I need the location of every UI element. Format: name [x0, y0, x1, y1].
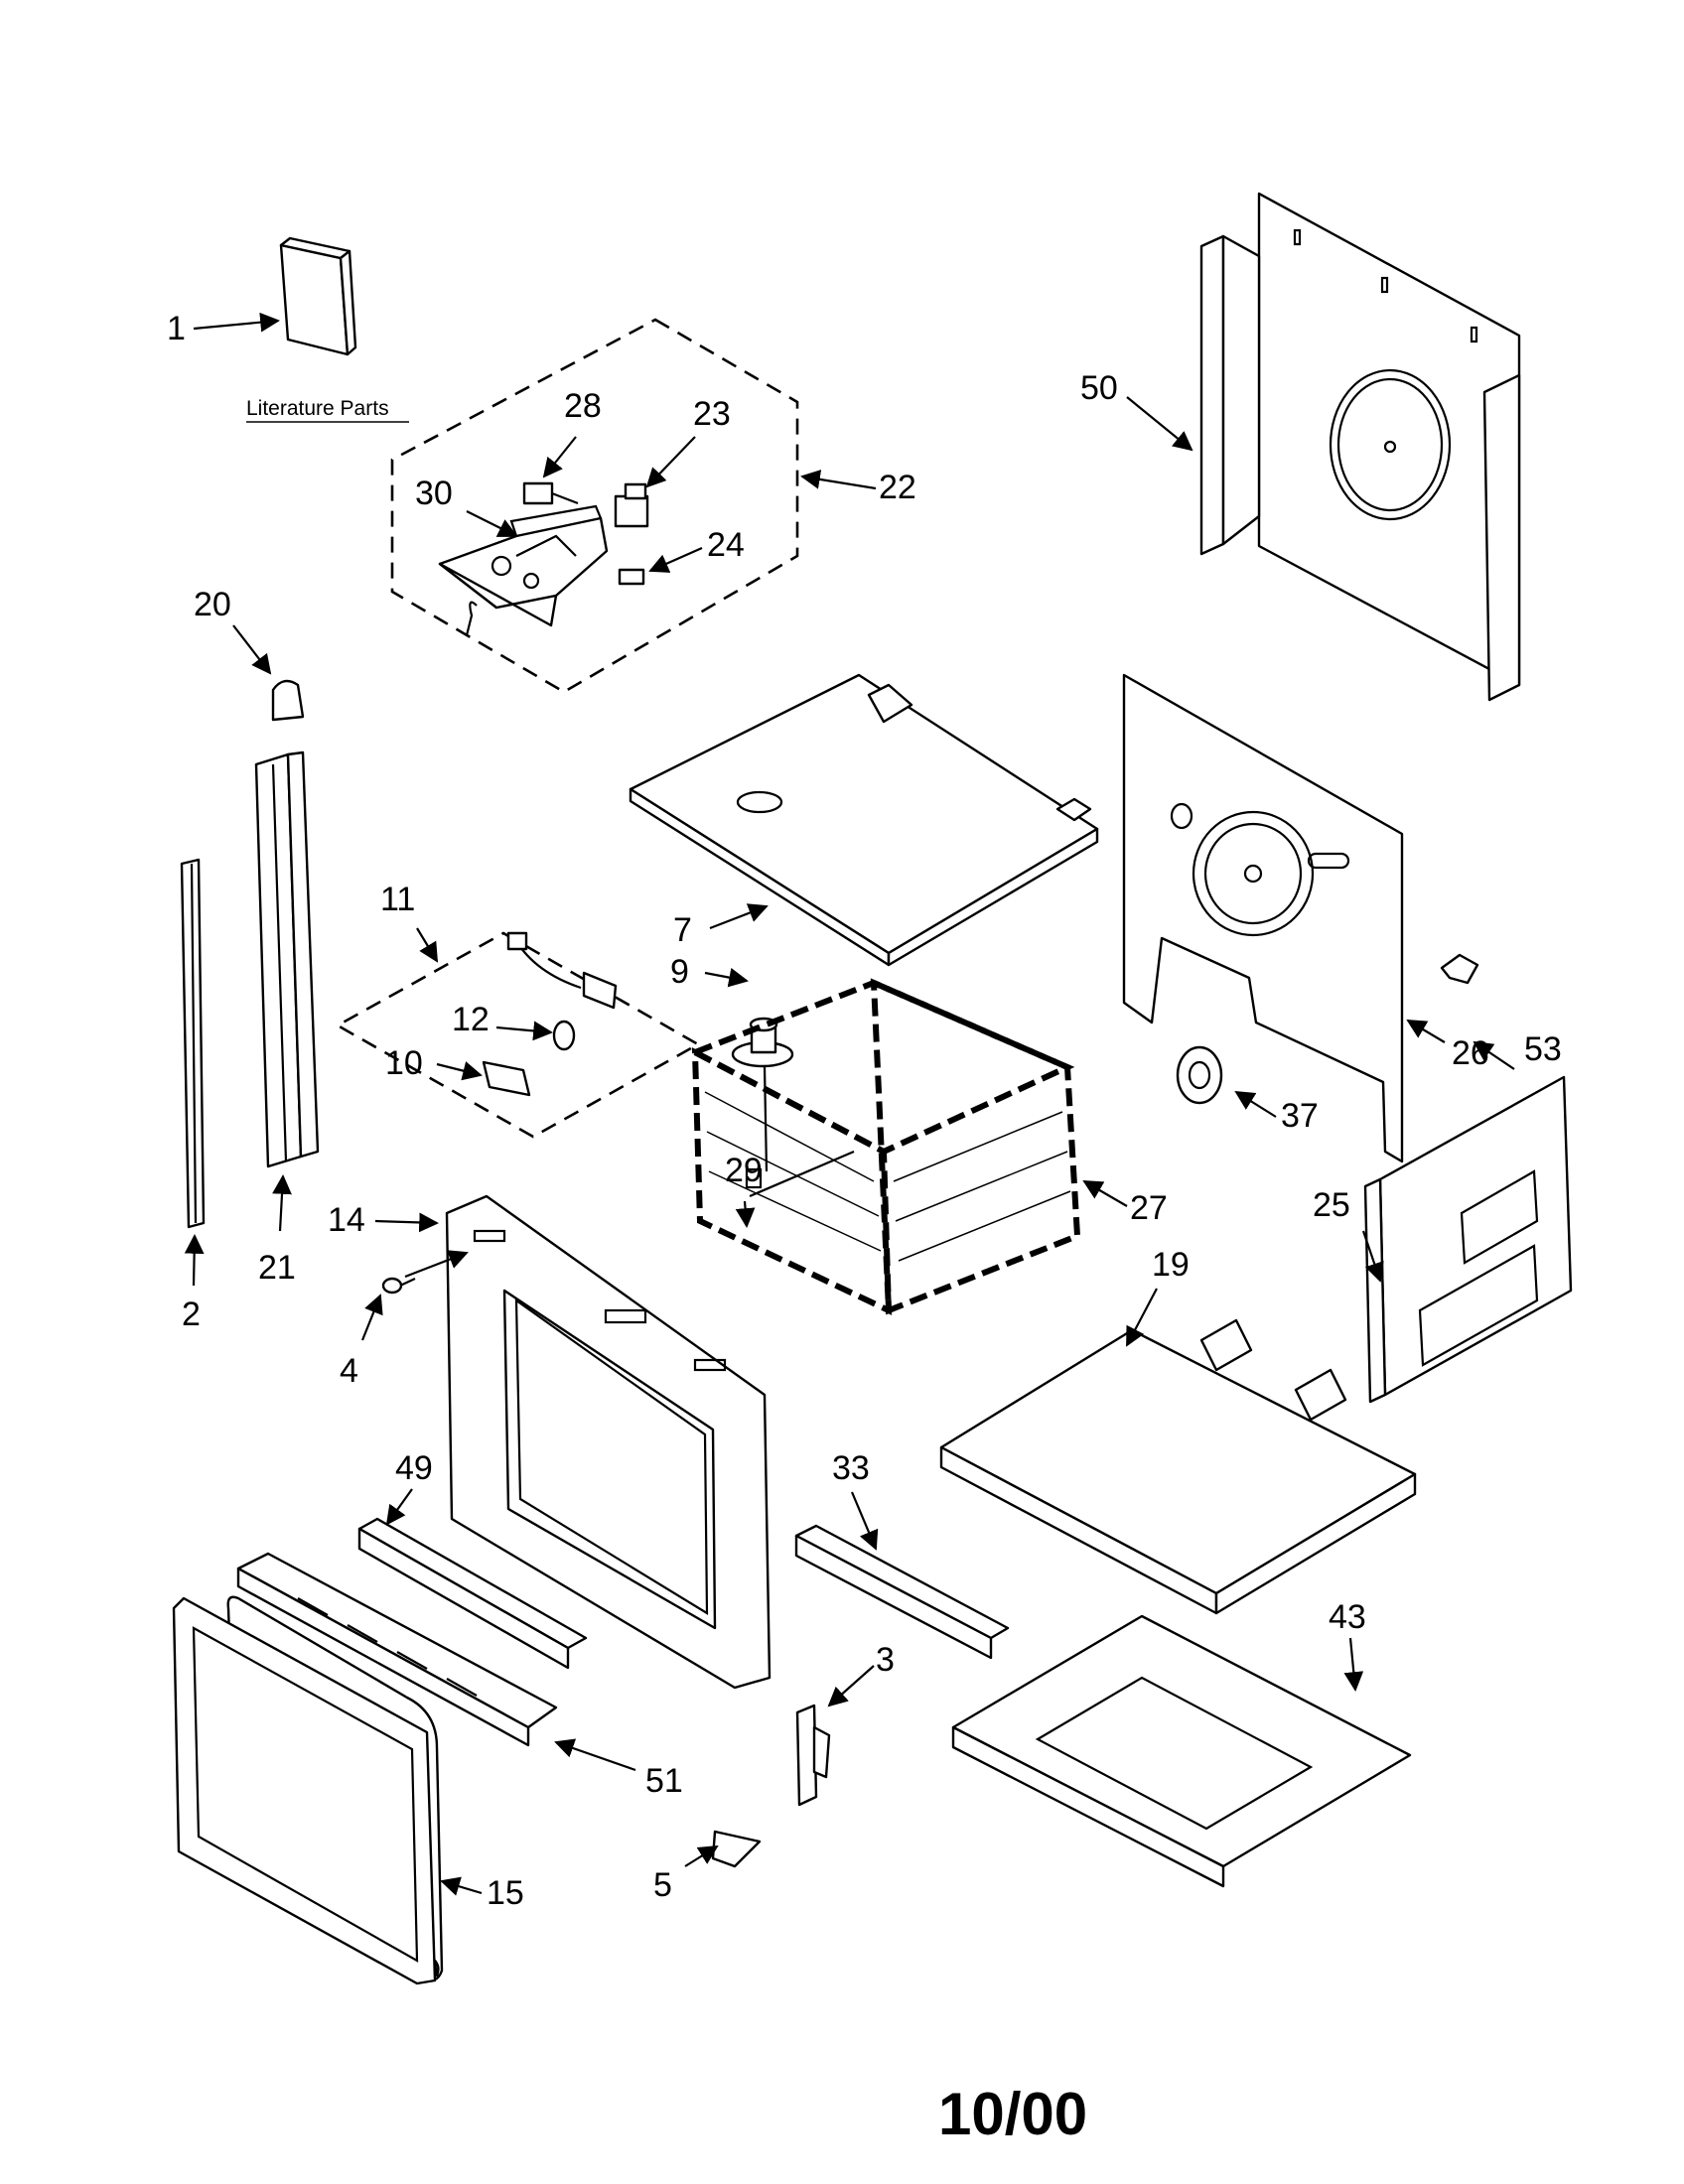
control-bracket: [438, 504, 609, 636]
side-trim-strip: [180, 858, 206, 1229]
revision-date: 10/00: [938, 2081, 1087, 2147]
rear-panel: [1199, 192, 1521, 702]
callout-53: 53: [1524, 1030, 1562, 1068]
callout-12: 12: [452, 1001, 490, 1038]
callout-29: 29: [725, 1152, 763, 1189]
callout-21: 21: [258, 1249, 296, 1287]
callout-43: 43: [1329, 1598, 1366, 1636]
callout-25: 25: [1313, 1186, 1350, 1224]
callout-19: 19: [1152, 1246, 1190, 1284]
callout-20: 20: [194, 586, 231, 623]
callout-23: 23: [693, 395, 731, 433]
callout-10: 10: [385, 1044, 423, 1082]
rear-baffle: [1122, 673, 1404, 1163]
callout-49: 49: [395, 1449, 433, 1487]
callout-11: 11: [380, 881, 415, 918]
relay-part: [614, 482, 649, 528]
base-tray: [951, 1614, 1412, 1888]
literature-caption: Literature Parts: [246, 397, 389, 420]
callout-26: 26: [1452, 1034, 1489, 1072]
small-bracket: [711, 1830, 762, 1868]
light-bulb: [552, 1020, 576, 1051]
light-socket: [506, 931, 618, 1010]
control-group-outline: [390, 318, 799, 694]
callout-7: 7: [673, 911, 692, 949]
leader-lines: [184, 312, 1515, 1896]
callout-5: 5: [653, 1866, 672, 1904]
door-gasket: [172, 1595, 444, 1985]
channel-33: [794, 1524, 1010, 1660]
callout-15: 15: [487, 1874, 524, 1912]
callout-1: 1: [167, 310, 186, 347]
switch-part: [522, 481, 579, 505]
callout-24: 24: [707, 526, 745, 564]
callout-22: 22: [879, 469, 916, 506]
channel-49: [357, 1517, 588, 1670]
end-cap: [271, 679, 305, 722]
screw: [381, 1277, 416, 1295]
literature-booklet: [279, 236, 357, 356]
callout-33: 33: [832, 1449, 870, 1487]
callout-51: 51: [645, 1762, 683, 1800]
bottom-panel: [939, 1318, 1417, 1615]
vent-trim: [236, 1552, 558, 1747]
callout-4: 4: [340, 1352, 358, 1390]
callout-numbers: 1 28 23 30 22 24 50 20 7 11 9 12 10 26 5…: [167, 310, 1562, 1912]
side-trim: [254, 751, 320, 1168]
oven-cavity: [687, 978, 1081, 1315]
front-frame: [445, 1194, 772, 1690]
callout-9: 9: [670, 953, 689, 991]
light-group-outline: [335, 931, 701, 1139]
connector-part: [618, 568, 645, 586]
callout-50: 50: [1080, 369, 1118, 407]
top-panel: [629, 673, 1099, 967]
callout-30: 30: [415, 475, 453, 512]
gasket: [1176, 1045, 1223, 1105]
side-panel: [1363, 1075, 1573, 1404]
bracket-53: [1440, 953, 1479, 985]
callout-37: 37: [1281, 1097, 1319, 1135]
callout-3: 3: [876, 1641, 895, 1679]
light-lens: [482, 1060, 531, 1097]
callout-27: 27: [1130, 1189, 1168, 1227]
mount-bracket: [795, 1704, 831, 1807]
callout-14: 14: [328, 1201, 365, 1239]
callout-28: 28: [564, 387, 602, 425]
callout-2: 2: [182, 1296, 201, 1333]
